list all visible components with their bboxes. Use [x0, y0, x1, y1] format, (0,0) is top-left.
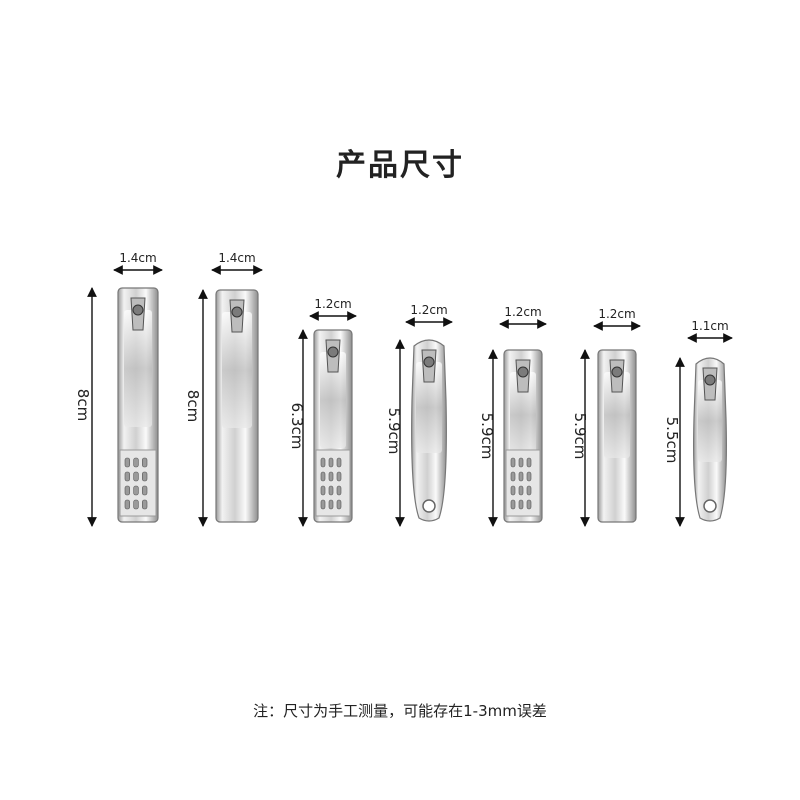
clipper-3: 1.2cm 6.3cm — [288, 297, 357, 527]
grip-dot — [526, 471, 532, 482]
width-label: 1.1cm — [691, 319, 728, 333]
grip-dot — [124, 485, 130, 496]
grip-dot — [526, 485, 532, 496]
clipper-lever — [222, 312, 252, 428]
grip-dot — [320, 499, 326, 510]
clipper-6: 1.2cm 5.9cm — [571, 307, 641, 527]
clipper-lever — [604, 372, 630, 458]
clipper-2: 1.4cm 8cm — [184, 251, 263, 527]
grip-dot — [518, 499, 524, 510]
grip-dot — [518, 471, 524, 482]
grip-dot — [510, 471, 516, 482]
width-label: 1.4cm — [218, 251, 255, 265]
grip-dot — [124, 457, 130, 468]
clipper-4: 1.2cm 5.9cm — [385, 303, 453, 527]
grip-dot — [328, 457, 334, 468]
height-label: 5.9cm — [571, 413, 589, 460]
width-label: 1.2cm — [410, 303, 447, 317]
grip-dot — [142, 457, 148, 468]
clipper-rivet — [517, 366, 529, 378]
clipper-7: 1.1cm 5.5cm — [663, 319, 733, 527]
width-label: 1.4cm — [119, 251, 156, 265]
clipper-rivet — [704, 374, 716, 386]
clipper-rivet — [231, 306, 243, 318]
grip-dot — [328, 485, 334, 496]
grip-dot — [526, 457, 532, 468]
grip-dot — [510, 499, 516, 510]
grip-dot — [142, 471, 148, 482]
grip-dot — [518, 457, 524, 468]
grip-dot — [510, 457, 516, 468]
clipper-hole — [422, 499, 436, 513]
clipper-lever — [320, 352, 346, 448]
grip-dot — [142, 485, 148, 496]
clipper-rivet — [327, 346, 339, 358]
grip-dot — [336, 499, 342, 510]
grip-dot — [526, 499, 532, 510]
page-title: 产品尺寸 — [336, 148, 464, 183]
clipper-lever — [124, 310, 152, 427]
height-label: 6.3cm — [288, 403, 306, 450]
width-label: 1.2cm — [314, 297, 351, 311]
width-label: 1.2cm — [504, 305, 541, 319]
height-label: 8cm — [74, 389, 92, 421]
grip-dot — [336, 471, 342, 482]
height-label: 8cm — [184, 390, 202, 422]
grip-dot — [133, 471, 139, 482]
grip-dot — [142, 499, 148, 510]
width-label: 1.2cm — [598, 307, 635, 321]
measurement-note: 注：尺寸为手工测量，可能存在1-3mm误差 — [253, 702, 547, 720]
height-label: 5.9cm — [385, 408, 403, 455]
clipper-rivet — [132, 304, 144, 316]
height-label: 5.9cm — [478, 413, 496, 460]
clipper-lever — [416, 362, 442, 453]
clipper-rivet — [423, 356, 435, 368]
grip-dot — [124, 499, 130, 510]
grip-dot — [124, 471, 130, 482]
grip-dot — [320, 457, 326, 468]
grip-dot — [328, 471, 334, 482]
clipper-rivet — [611, 366, 623, 378]
clipper-lever — [698, 380, 722, 462]
grip-dot — [510, 485, 516, 496]
height-label: 5.5cm — [663, 417, 681, 464]
grip-dot — [336, 457, 342, 468]
grip-dot — [336, 485, 342, 496]
grip-dot — [320, 485, 326, 496]
grip-dot — [133, 485, 139, 496]
grip-dot — [320, 471, 326, 482]
grip-dot — [518, 485, 524, 496]
grip-dot — [328, 499, 334, 510]
grip-dot — [133, 499, 139, 510]
clipper-5: 1.2cm 5.9cm — [478, 305, 547, 527]
clipper-hole — [703, 499, 717, 513]
clipper-lever — [510, 372, 536, 458]
clipper-1: 1.4cm 8cm — [74, 251, 163, 527]
grip-dot — [133, 457, 139, 468]
